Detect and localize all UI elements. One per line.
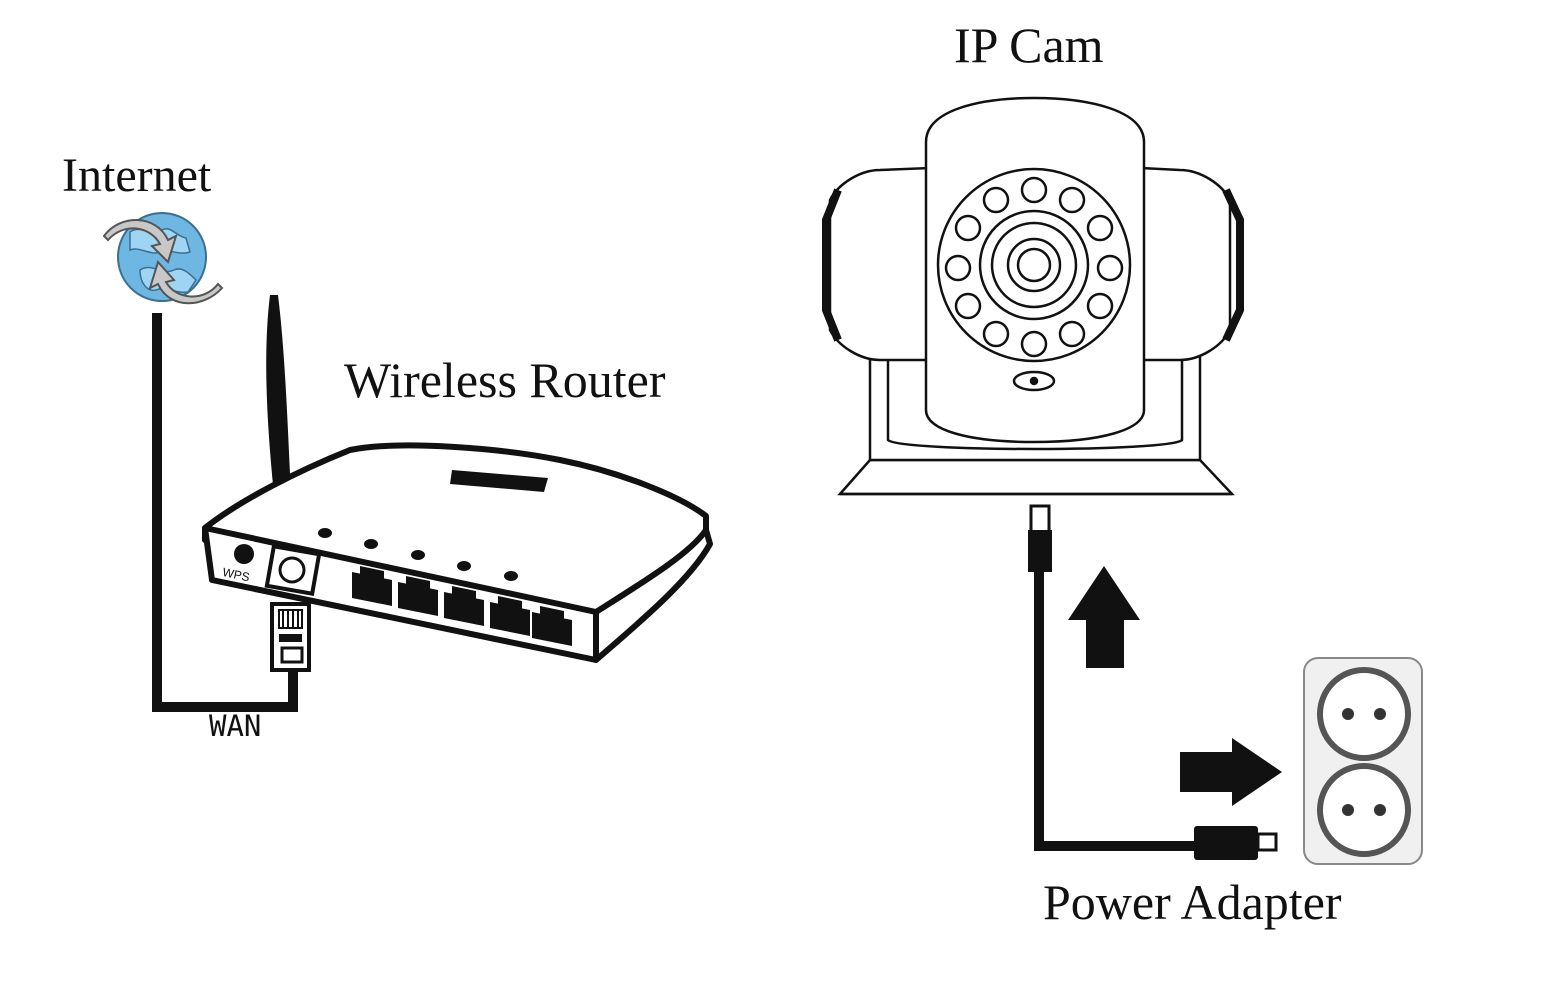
power-outlet-icon bbox=[1303, 657, 1423, 865]
wan-label: WAN bbox=[209, 709, 262, 743]
globe-icon bbox=[102, 212, 224, 305]
ip-cam-label: IP Cam bbox=[954, 17, 1104, 73]
dc-plug-icon bbox=[1028, 504, 1052, 572]
rj45-plug-icon bbox=[270, 602, 311, 672]
wireless-router-icon bbox=[202, 295, 713, 663]
wireless-router-label: Wireless Router bbox=[344, 352, 666, 408]
power-cable bbox=[1034, 568, 1198, 851]
power-adapter-plug-icon bbox=[1194, 826, 1278, 860]
power-adapter-label: Power Adapter bbox=[1043, 874, 1342, 930]
internet-label: Internet bbox=[62, 149, 212, 202]
ip-camera-icon bbox=[822, 96, 1244, 496]
wan-cable bbox=[152, 313, 298, 712]
arrow-right-icon bbox=[1180, 738, 1282, 806]
arrow-up-icon bbox=[1068, 566, 1140, 668]
